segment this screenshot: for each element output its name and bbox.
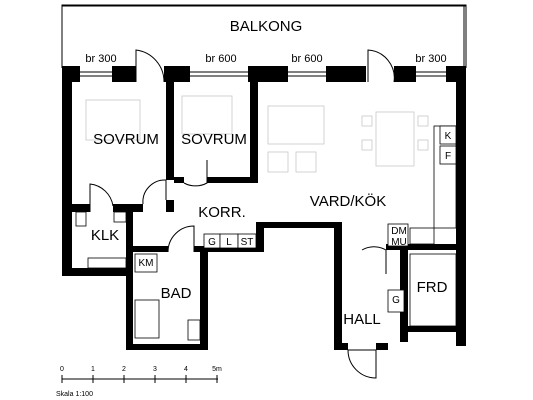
code-g-hall: G [392, 295, 400, 306]
room-sovrum-1: SOVRUM [93, 131, 159, 148]
kitchen-counter [387, 125, 457, 247]
room-vard-kok: VARD/KÖK [310, 192, 386, 210]
furniture [85, 95, 429, 173]
code-f: F [445, 151, 451, 162]
code-mu: MU [391, 237, 407, 248]
code-st: ST [241, 237, 254, 248]
code-l: L [226, 237, 232, 248]
room-hall: HALL [343, 311, 381, 328]
balcony-label: BALKONG [230, 18, 303, 35]
balcony [61, 4, 467, 68]
scale-bar [61, 375, 218, 383]
room-korr: KORR. [198, 204, 246, 221]
code-km: KM [139, 258, 154, 269]
room-frd: FRD [417, 279, 448, 296]
scale-tick-4: 4 [184, 366, 188, 373]
walls [62, 66, 466, 350]
hall-fixtures [387, 253, 457, 327]
code-g-korr: G [208, 237, 216, 248]
code-dm: DM [391, 226, 407, 237]
window-width-2: br 600 [205, 53, 236, 65]
bath-fixtures [134, 253, 201, 341]
room-bad: BAD [161, 285, 192, 302]
scale-label: Skala 1:100 [56, 391, 93, 398]
scale-tick-1: 1 [91, 366, 95, 373]
code-k: K [445, 131, 452, 142]
window-width-1: br 300 [85, 53, 116, 65]
scale-tick-3: 3 [153, 366, 157, 373]
scale-tick-2: 2 [122, 366, 126, 373]
scale-tick-0: 0 [60, 366, 64, 373]
window-width-4: br 300 [415, 53, 446, 65]
scale-tick-5: 5m [212, 366, 222, 373]
door-swings [89, 49, 395, 379]
corridor-closets [203, 233, 257, 249]
room-klk: KLK [91, 227, 119, 244]
klk-fixtures [75, 211, 127, 269]
room-sovrum-2: SOVRUM [181, 131, 247, 148]
window-width-3: br 600 [291, 53, 322, 65]
